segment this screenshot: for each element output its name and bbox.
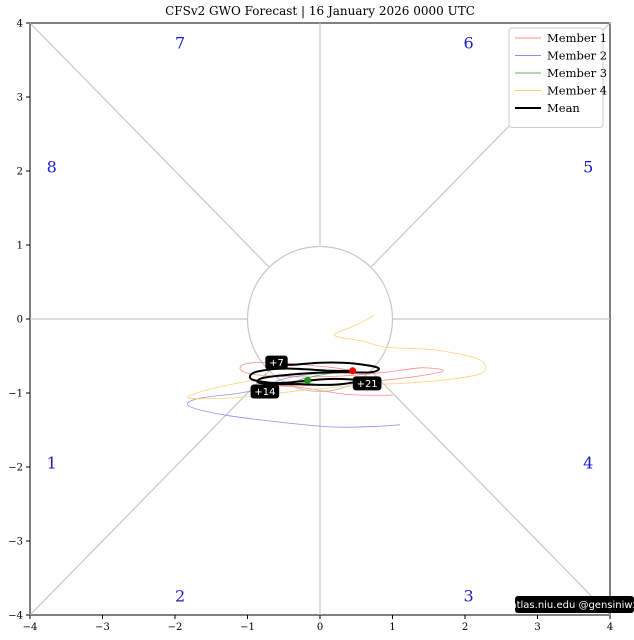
grid-diagonal-top-left [29,22,270,268]
y-tick-label: 1 [17,241,23,252]
phase-label-6: 6 [464,34,474,53]
credit-badge: atlas.niu.edu @gensiniwx [510,596,634,613]
day-annotation: +14 [250,384,280,399]
grid-diagonal-bottom-right [370,370,611,616]
day-annotation-badge [352,376,382,391]
x-tick-label: −2 [168,622,183,633]
y-tick-label: 4 [17,19,23,30]
marker-end [304,376,312,384]
phase-label-2: 2 [175,587,185,606]
day-annotation: +21 [352,376,382,391]
day-annotation: +7 [265,355,288,370]
x-tick-label: −4 [23,622,38,633]
x-tick-label: 3 [534,622,540,633]
x-tick-label: −3 [95,622,110,633]
y-tick-label: 3 [17,93,23,104]
legend-label-member-3: Member 3 [547,66,607,80]
y-tick-label: −3 [8,537,23,548]
phase-label-7: 7 [175,34,185,53]
x-tick-label: −1 [240,622,255,633]
legend-box [508,27,604,128]
phase-label-8: 8 [47,157,57,176]
day-annotation-label: +14 [254,387,275,398]
day-annotation-label: +7 [269,358,284,369]
x-tick-label: 1 [389,622,395,633]
marker-start [349,367,357,375]
x-tick-label: 2 [462,622,468,633]
phase-label-3: 3 [464,587,474,606]
x-tick-label: 0 [317,622,323,633]
credit-text: atlas.niu.edu @gensiniwx [510,600,634,611]
phase-label-1: 1 [47,453,57,472]
y-tick-label: −2 [8,463,23,474]
legend-label-mean: Mean [547,101,580,115]
phase-label-4: 4 [583,453,593,472]
phase-label-5: 5 [583,157,593,176]
grid-diagonal-bottom-left [29,370,270,616]
day-annotation-badge [265,355,288,370]
day-annotation-label: +21 [357,379,378,390]
x-tick-label: 4 [607,622,613,633]
y-tick-label: −4 [8,611,23,622]
y-tick-label: 0 [17,315,23,326]
y-tick-label: −1 [8,389,23,400]
series-line-mean [248,358,380,386]
credit-background [515,596,634,613]
legend-label-member-2: Member 2 [547,49,607,63]
day-annotation-badge [250,384,280,399]
y-tick-label: 2 [17,167,23,178]
unit-circle [246,245,394,393]
legend-label-member-1: Member 1 [547,31,607,45]
chart-title: CFSv2 GWO Forecast | 16 January 2026 000… [165,4,475,18]
legend-label-member-4: Member 4 [547,84,607,98]
